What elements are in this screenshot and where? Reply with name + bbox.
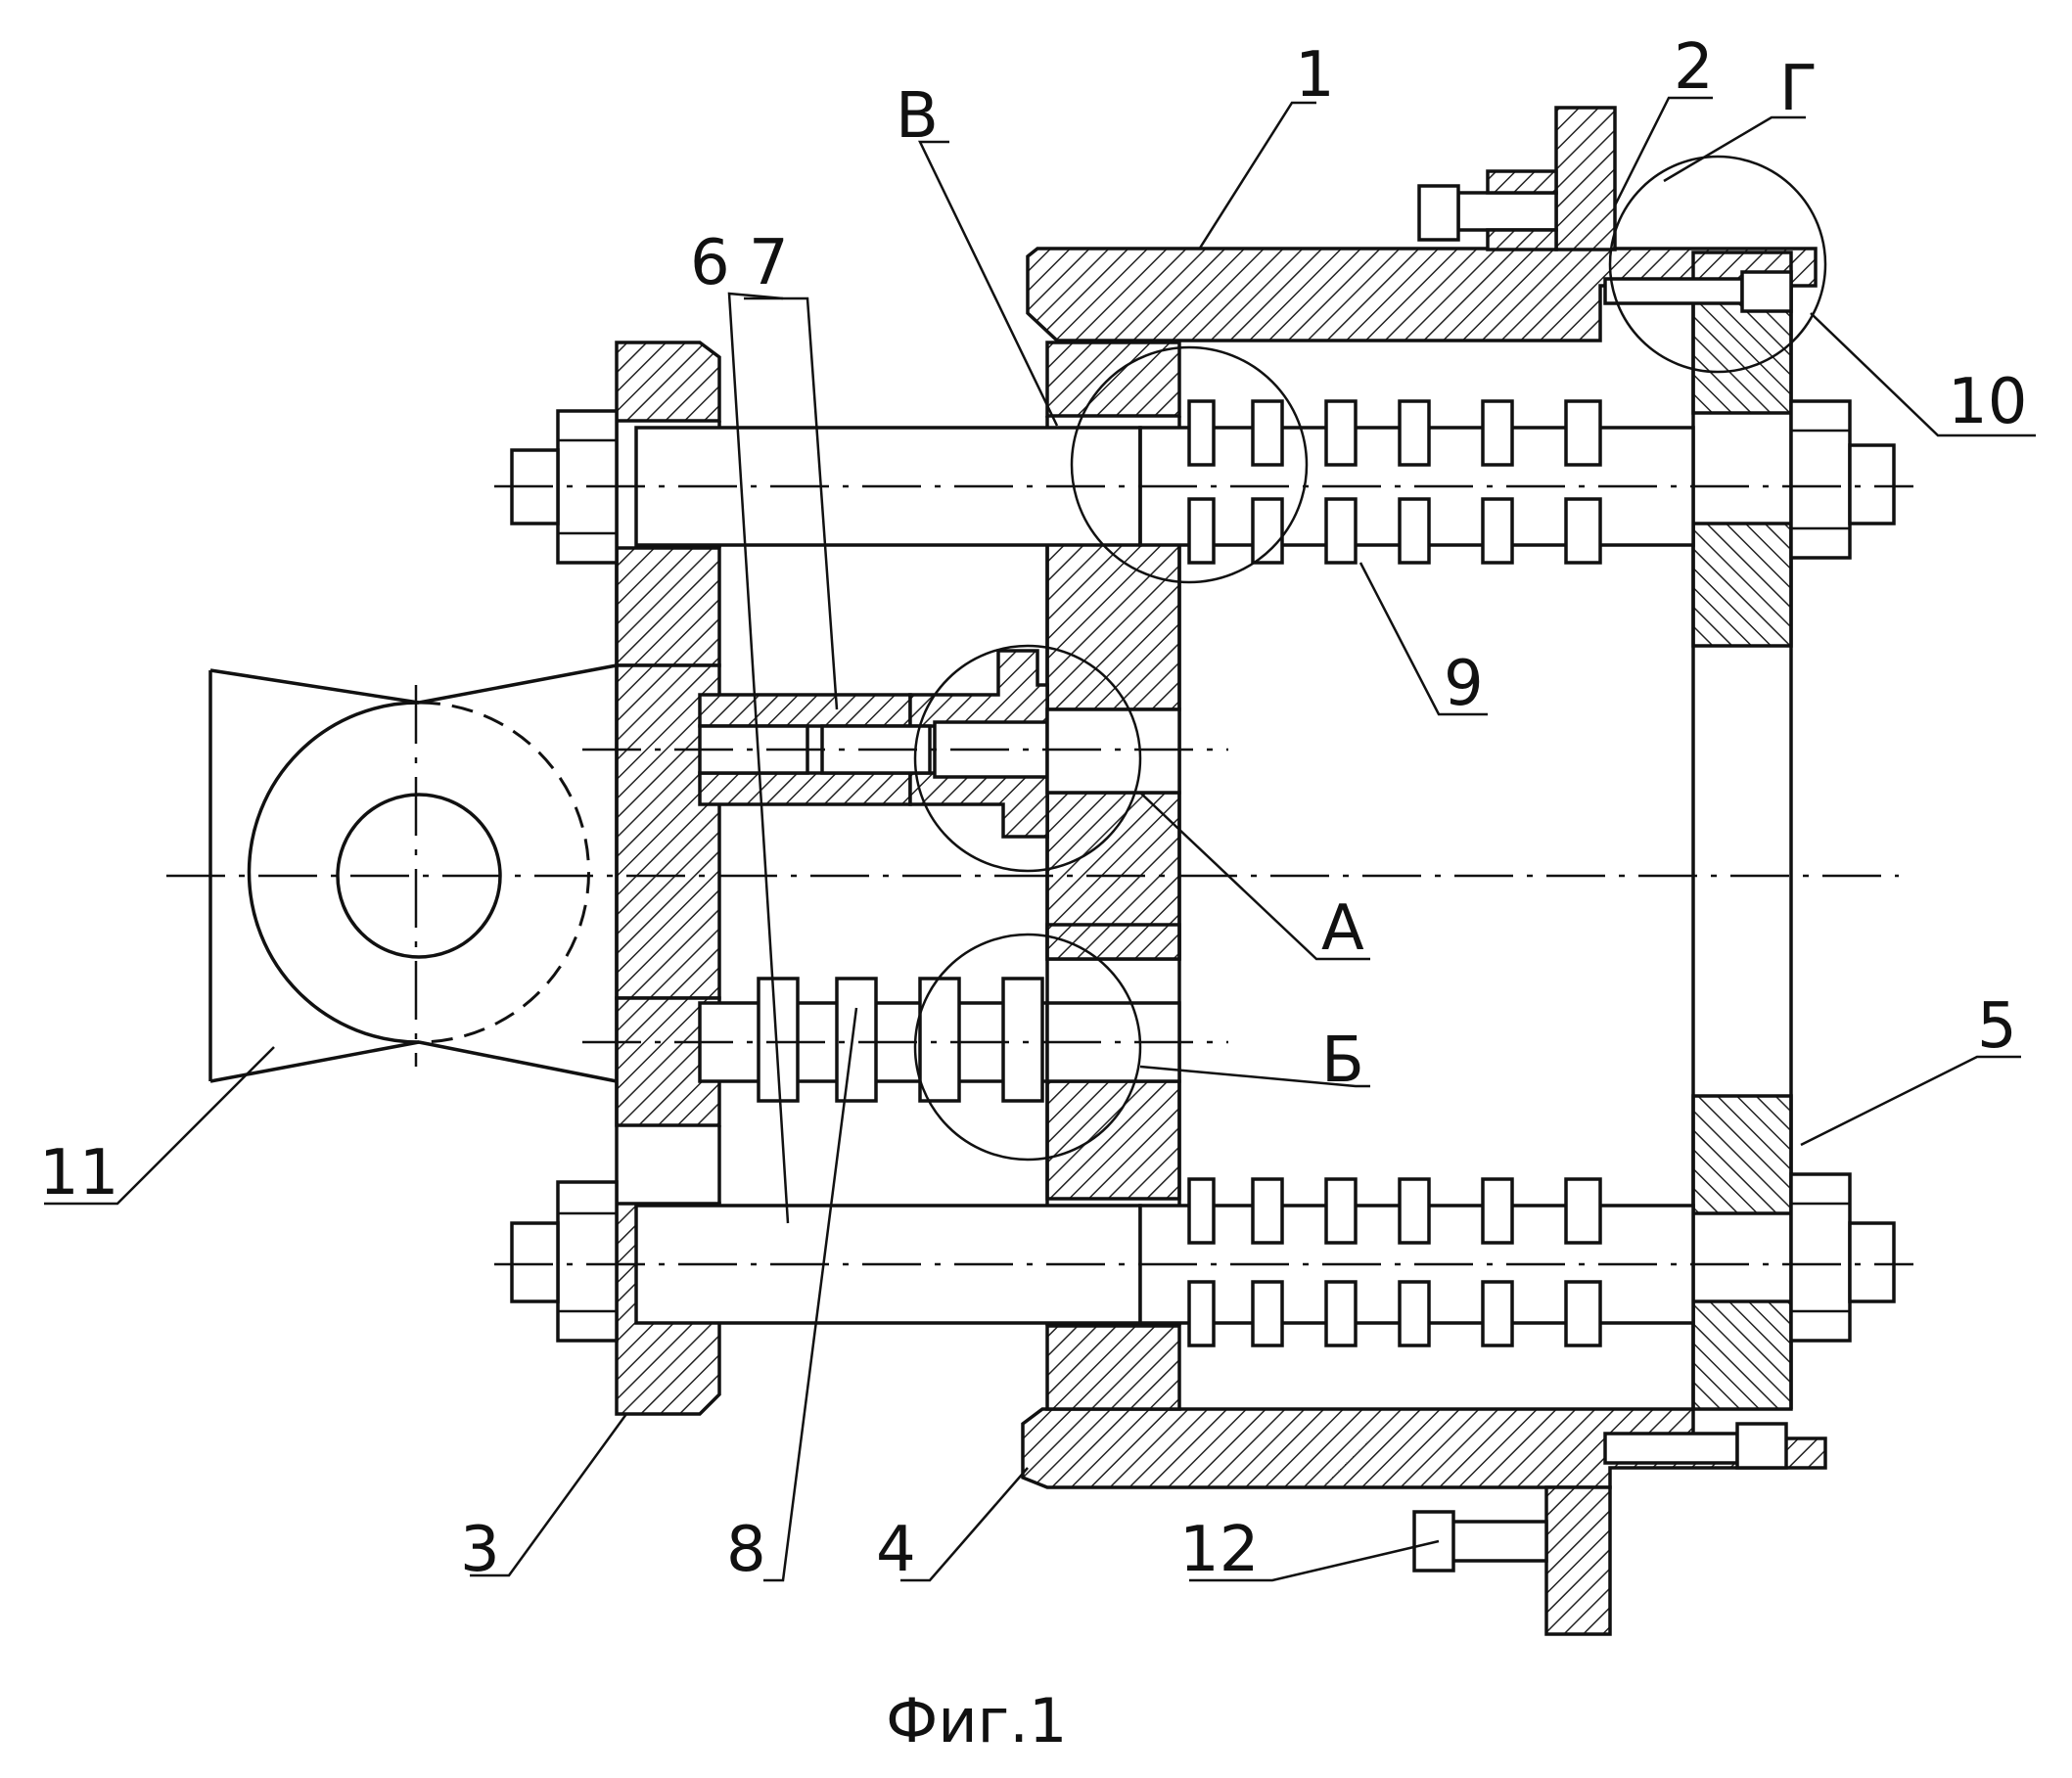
label-v: В <box>896 80 939 153</box>
label-8: 8 <box>726 1514 766 1586</box>
label-6: 6 <box>690 227 730 299</box>
label-3: 3 <box>460 1514 500 1586</box>
label-5: 5 <box>1977 990 2017 1063</box>
label-11: 11 <box>39 1137 118 1209</box>
label-a: А <box>1321 892 1364 965</box>
label-12: 12 <box>1179 1514 1259 1586</box>
plate-5 <box>1693 286 1791 1409</box>
axis-lines <box>166 486 1913 1264</box>
label-1: 1 <box>1295 39 1335 112</box>
shaft-8 <box>700 979 1179 1101</box>
label-10: 10 <box>1948 366 2027 438</box>
label-2: 2 <box>1674 31 1714 104</box>
label-7: 7 <box>749 227 789 299</box>
label-9: 9 <box>1444 648 1484 720</box>
label-b: Б <box>1321 1025 1364 1097</box>
label-g: Г <box>1779 53 1818 125</box>
lever-11 <box>210 665 617 1081</box>
label-4: 4 <box>876 1514 916 1586</box>
figure-caption: Фиг.1 <box>886 1685 1067 1756</box>
